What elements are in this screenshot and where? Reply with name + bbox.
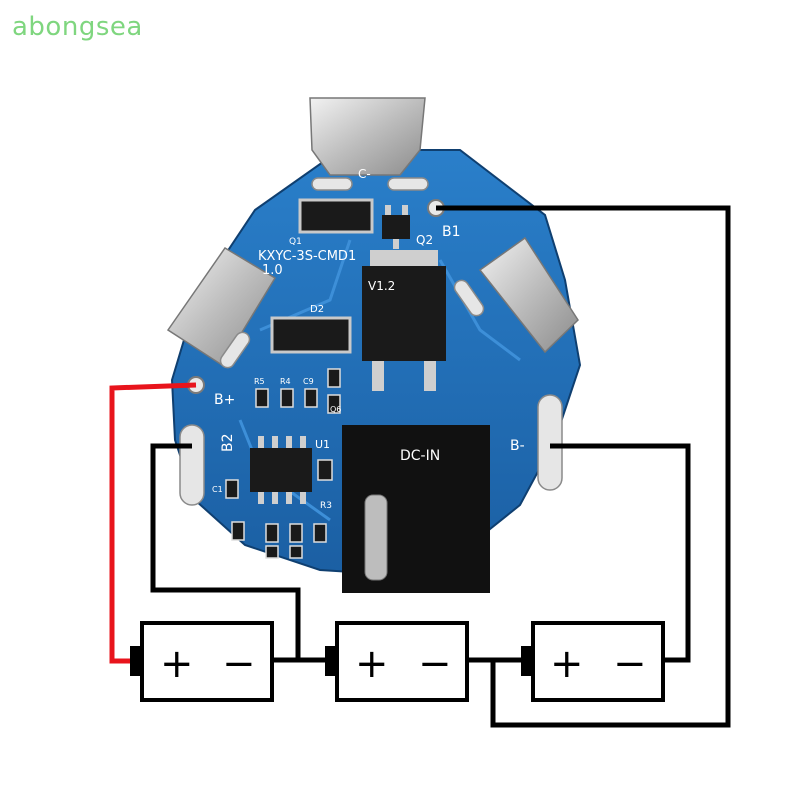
cell-2-minus: − xyxy=(418,641,452,687)
label-dc: DC-IN xyxy=(400,448,440,464)
silkscreen-labels: KXYC-3S-CMD1 1.0 V1.2 Q1 Q2 D2 U1 R3 R1 … xyxy=(212,167,525,540)
wires xyxy=(109,205,731,728)
label-q1: Q1 xyxy=(289,237,302,247)
wire-b-plus xyxy=(109,382,197,664)
label-r4: R4 xyxy=(280,377,291,386)
version-right: V1.2 xyxy=(368,279,395,293)
mosfet-power xyxy=(362,250,446,391)
battery-cell-1: + − xyxy=(130,621,274,702)
cell-3-minus: − xyxy=(613,641,647,687)
right-metal-tab xyxy=(478,236,579,354)
label-b-minus: B- xyxy=(510,438,525,454)
diode-d2 xyxy=(270,316,352,354)
label-r3: R3 xyxy=(320,501,332,511)
dc-jack xyxy=(342,425,490,593)
version-left: 1.0 xyxy=(262,263,283,278)
left-metal-tab xyxy=(166,246,277,367)
cell-3-plus: + xyxy=(550,641,584,687)
label-u1: U1 xyxy=(315,438,330,451)
solder-slots xyxy=(179,177,563,506)
cell-1-plus: + xyxy=(160,641,194,687)
label-q2: Q2 xyxy=(416,233,433,247)
battery-cell-2: + − xyxy=(325,621,469,702)
label-c9: C9 xyxy=(303,377,314,386)
label-c-minus: C- xyxy=(358,167,371,181)
board-model: KXYC-3S-CMD1 xyxy=(258,249,356,264)
label-b-plus: B+ xyxy=(214,392,235,408)
transistor-q2 xyxy=(382,205,410,249)
cell-1-minus: − xyxy=(222,641,256,687)
label-b1: B1 xyxy=(442,224,461,240)
wire-b1 xyxy=(436,205,731,728)
smd-components xyxy=(225,368,341,559)
cell-2-plus: + xyxy=(355,641,389,687)
label-q6: Q6 xyxy=(330,405,341,414)
battery-cell-3: + − xyxy=(521,621,665,702)
label-r1: R1 xyxy=(218,531,229,540)
label-c1: C1 xyxy=(212,485,223,494)
label-r5: R5 xyxy=(254,377,265,386)
mosfet-q1 xyxy=(298,198,374,234)
label-d2: D2 xyxy=(310,304,324,315)
wire-b-minus xyxy=(550,443,691,663)
ic-u1 xyxy=(250,436,312,504)
top-metal-tab xyxy=(309,97,426,176)
label-b2: B2 xyxy=(220,433,236,452)
wire-b2 xyxy=(150,443,301,660)
watermark: abongsea xyxy=(12,12,143,42)
